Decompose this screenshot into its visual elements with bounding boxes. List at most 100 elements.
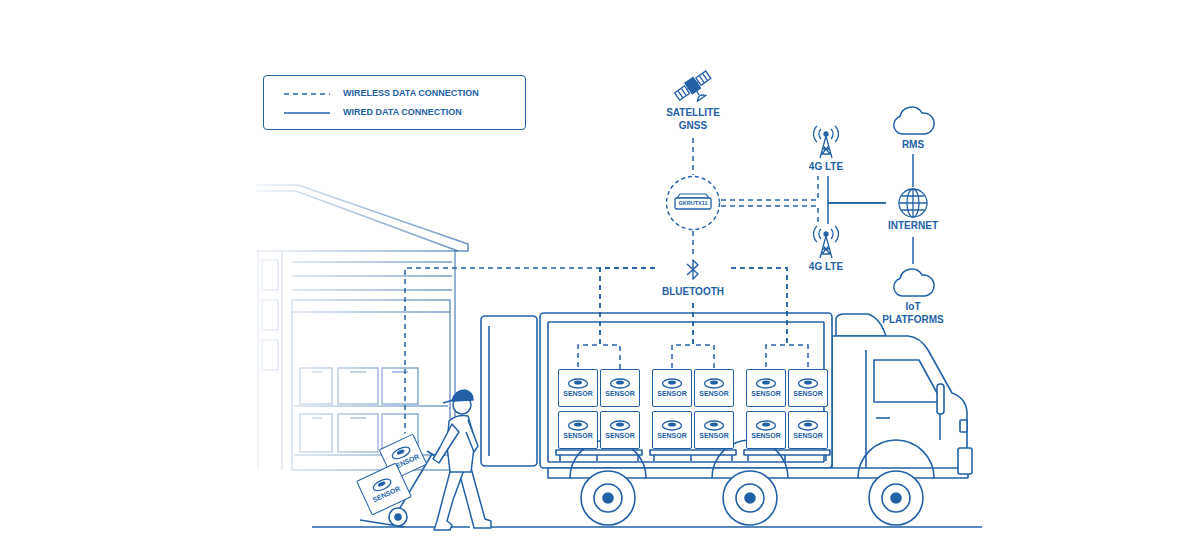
sensor-box: SENSOR [558, 369, 598, 407]
illustration-part [668, 423, 676, 427]
sensor-label: SENSOR [657, 390, 687, 398]
sensor-label: SENSOR [751, 390, 781, 398]
illustration-part [874, 360, 942, 402]
cloud-node: RMS [883, 102, 943, 154]
illustration-part [433, 424, 459, 463]
illustration-part [937, 384, 944, 414]
sensor-box: SENSOR [652, 369, 692, 407]
sensor-label: SENSOR [699, 390, 729, 398]
illustration-part [616, 423, 624, 427]
box-icon [755, 378, 777, 389]
illustration-part [702, 73, 707, 80]
illustration-part [257, 251, 259, 470]
illustration-part [396, 449, 405, 456]
illustration-part [744, 450, 830, 455]
illustration-part [899, 189, 927, 217]
globe-icon [897, 187, 929, 219]
illustration-part [696, 93, 706, 101]
illustration-part [294, 405, 448, 407]
sensor-box: SENSOR [788, 411, 828, 449]
illustration-part [569, 379, 588, 388]
wireless-connection [405, 268, 655, 434]
legend-label: WIRELESS DATA CONNECTION [343, 87, 479, 100]
illustration-part [292, 261, 452, 263]
illustration-part [814, 126, 839, 158]
illustration-part [891, 493, 901, 503]
illustration-part [869, 471, 923, 525]
illustration-part [814, 226, 839, 258]
illustration-part [762, 381, 770, 385]
illustration-part [377, 481, 386, 488]
worker [433, 390, 491, 530]
illustration-part [681, 88, 686, 95]
illustration-part [876, 417, 890, 419]
cloud-icon [891, 264, 935, 300]
illustration-part [434, 468, 464, 530]
illustration-part [292, 300, 450, 470]
dashed-line-sample [284, 93, 330, 95]
illustration-part [481, 316, 537, 466]
sat-icon [673, 66, 713, 106]
wireless-connection [721, 206, 818, 224]
illustration-part [338, 414, 378, 452]
box-icon [661, 420, 683, 431]
illustration-part [804, 381, 812, 385]
box-icon [567, 378, 589, 389]
wired-connection [828, 176, 886, 203]
sensor-box: SENSOR [652, 411, 692, 449]
sensor-label: SENSOR [605, 390, 635, 398]
illustration-part [939, 414, 941, 440]
illustration-part [736, 484, 764, 512]
illustration-part [824, 132, 828, 136]
bt-icon [683, 255, 703, 285]
box-icon [755, 420, 777, 431]
illustration-part [705, 421, 724, 430]
illustration-part [710, 381, 718, 385]
wireless-connection [600, 268, 655, 369]
illustration-part [292, 311, 450, 313]
wired-connection [912, 237, 914, 264]
wired-connection [912, 154, 914, 187]
illustration-part [960, 420, 967, 432]
bluetooth-node: BLUETOOTH [655, 255, 731, 303]
truck [481, 313, 972, 525]
illustration-part [723, 471, 777, 525]
illustration-part [757, 421, 776, 430]
illustration-part [488, 326, 490, 456]
router-node: GKRUTX11 [665, 175, 721, 231]
illustration-part [294, 454, 448, 456]
wireless-connection [672, 303, 693, 369]
sensor-box: SENSOR [558, 411, 598, 449]
illustration-part [616, 381, 624, 385]
illustration-part [338, 368, 378, 404]
illustration-part [832, 336, 967, 472]
illustration-part [569, 421, 588, 430]
illustration-part [882, 484, 910, 512]
illustration-part [762, 423, 770, 427]
box-icon [797, 378, 819, 389]
illustration-part [685, 77, 701, 93]
illustration-part [281, 251, 283, 470]
sensor-box: SENSOR [746, 369, 786, 407]
sensor-label: SENSOR [563, 432, 593, 440]
illustration-part [814, 226, 839, 242]
cell-tower-node: 4G LTE [800, 224, 852, 276]
legend-row: WIRELESS DATA CONNECTION [264, 87, 525, 100]
satellite-node: SATELLITE GNSS [658, 66, 728, 138]
illustration-part [458, 468, 491, 528]
illustration-part [804, 423, 812, 427]
illustration-part [292, 275, 452, 277]
legend-row: WIRED DATA CONNECTION [264, 106, 525, 119]
warehouse [256, 185, 468, 470]
sensor-label: SENSOR [563, 390, 593, 398]
illustration-part [312, 526, 982, 528]
illustration-part [262, 260, 278, 290]
node-label: RMS [902, 138, 924, 151]
illustration-part [300, 414, 332, 452]
illustration-part [824, 232, 828, 236]
sensor-label: SENSOR [699, 432, 729, 440]
illustration-part [547, 322, 549, 462]
sensor-label: SENSOR [605, 432, 635, 440]
illustration-part [594, 484, 622, 512]
illustration-part [894, 269, 934, 296]
